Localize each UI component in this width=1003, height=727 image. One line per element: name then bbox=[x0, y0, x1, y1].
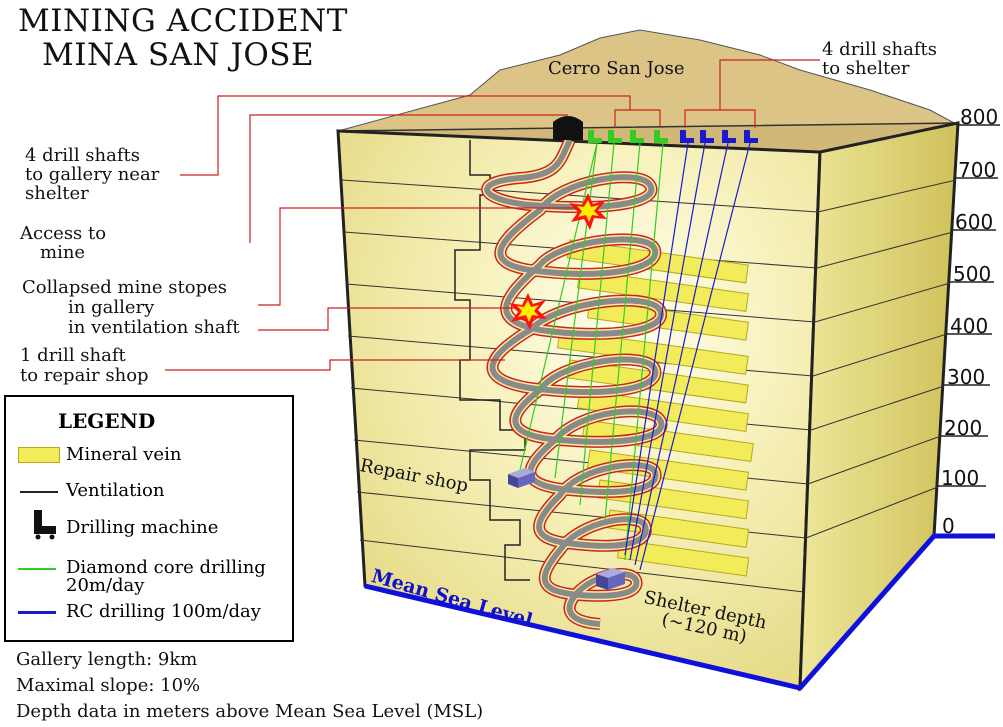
ventilation-line-icon bbox=[20, 491, 58, 493]
legend-title: LEGEND bbox=[58, 409, 156, 433]
depth-tick-500: 500 bbox=[953, 262, 992, 286]
depth-tick-300: 300 bbox=[947, 365, 986, 389]
legend-label-diamond-drilling-1: Diamond core drilling bbox=[66, 557, 266, 578]
depth-tick-600: 600 bbox=[955, 210, 994, 234]
mineral-vein-swatch bbox=[18, 447, 60, 463]
depth-scale bbox=[937, 124, 1000, 487]
repair-shop-box bbox=[508, 468, 535, 488]
callout-repair-drill-2: to repair shop bbox=[20, 365, 149, 386]
footnote-max-slope: Maximal slope: 10% bbox=[16, 675, 201, 696]
depth-tick-0: 0 bbox=[942, 514, 955, 538]
ventilation-shaft bbox=[454, 140, 530, 581]
callout-access-2: mine bbox=[40, 242, 86, 263]
explosion-icon-lower bbox=[509, 293, 547, 330]
callout-access-1: Access to bbox=[20, 223, 107, 244]
shelter-box bbox=[596, 568, 625, 590]
footnote-gallery-length: Gallery length: 9km bbox=[16, 649, 198, 670]
rc-drill-lines bbox=[624, 142, 751, 571]
green-drilling-machines bbox=[588, 130, 668, 143]
legend-label-diamond-drilling-2: 20m/day bbox=[66, 575, 145, 596]
callout-collapsed-3: in ventilation shaft bbox=[68, 317, 240, 338]
callout-shafts-to-shelter-2: to shelter bbox=[822, 58, 910, 79]
green-line-icon bbox=[18, 568, 56, 570]
depth-tick-400: 400 bbox=[950, 314, 989, 338]
mountain-label: Cerro San Jose bbox=[548, 58, 685, 79]
blue-line-icon bbox=[18, 611, 56, 614]
callout-collapsed-1: Collapsed mine stopes bbox=[22, 277, 228, 298]
drilling-machine-icon bbox=[34, 510, 56, 540]
legend-label-mineral-vein: Mineral vein bbox=[66, 444, 182, 465]
callout-repair-drill-1: 1 drill shaft bbox=[20, 345, 126, 366]
depth-tick-200: 200 bbox=[944, 416, 983, 440]
footnote-depth-data: Depth data in meters above Mean Sea Leve… bbox=[16, 701, 484, 722]
blue-drilling-machines bbox=[680, 130, 758, 143]
mine-entrance bbox=[553, 116, 583, 140]
legend: LEGEND Mineral vein Ventilation Drilling… bbox=[4, 395, 294, 642]
legend-label-drilling-machine: Drilling machine bbox=[66, 517, 219, 538]
diamond-drill-lines bbox=[519, 142, 664, 561]
title-line-2: MINA SAN JOSE bbox=[42, 37, 315, 73]
depth-tick-700: 700 bbox=[958, 158, 997, 182]
callout-lines bbox=[165, 59, 820, 371]
depth-tick-100: 100 bbox=[941, 466, 980, 490]
legend-label-rc-drilling: RC drilling 100m/day bbox=[66, 601, 261, 622]
callout-shafts-near-shelter-3: shelter bbox=[25, 183, 89, 204]
block-side-face bbox=[798, 121, 960, 693]
callout-shafts-to-shelter-1: 4 drill shafts bbox=[822, 39, 937, 60]
msl-line bbox=[364, 533, 995, 691]
callout-shafts-near-shelter-1: 4 drill shafts bbox=[25, 145, 140, 166]
legend-label-ventilation: Ventilation bbox=[66, 480, 165, 501]
title-line-1: MINING ACCIDENT bbox=[18, 3, 348, 39]
depth-tick-800: 800 bbox=[960, 105, 999, 129]
explosion-icon-upper bbox=[569, 193, 607, 230]
callout-shafts-near-shelter-2: to gallery near bbox=[25, 164, 160, 185]
tunnel-spiral bbox=[481, 137, 668, 630]
callout-collapsed-2: in gallery bbox=[68, 297, 155, 318]
